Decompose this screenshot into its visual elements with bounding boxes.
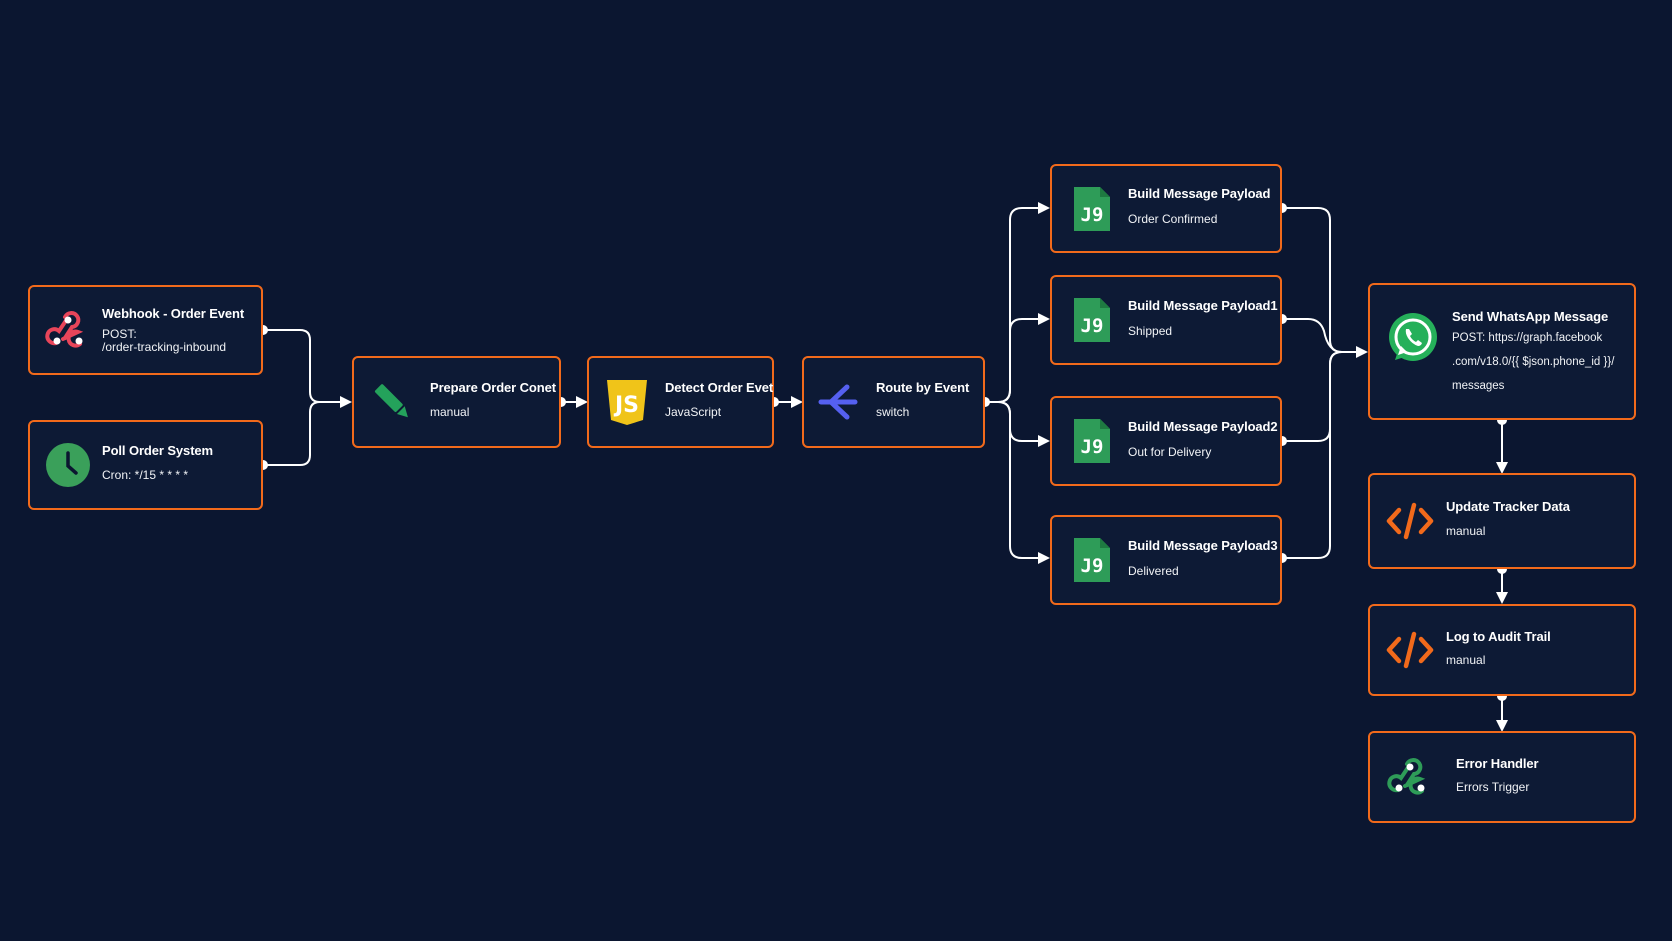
node-subtitle: Order Confirmed <box>1128 212 1218 226</box>
arrowhead <box>1038 313 1050 325</box>
node-title: Prepare Order Conet <box>430 380 556 395</box>
node-subtitle: Shipped <box>1128 323 1173 338</box>
node-subtitle: Out for Delivery <box>1128 444 1212 459</box>
edge-payload3-whatsapp <box>1282 351 1362 559</box>
webhook-icon <box>1386 753 1434 801</box>
code-icon <box>1386 626 1434 674</box>
node-build-message-payload3[interactable]: J9 Build Message Payload3 Delivered <box>1050 515 1282 605</box>
edge-poll-prepare <box>263 401 346 466</box>
arrowhead <box>1038 202 1050 214</box>
spreadsheet-icon: J9 <box>1068 185 1116 233</box>
arrowhead <box>576 396 588 408</box>
node-subtitle: manual <box>1446 524 1486 538</box>
node-title: Build Message Payload <box>1128 186 1271 201</box>
node-subtitle: Errors Trigger <box>1456 779 1530 794</box>
svg-text:J9: J9 <box>1081 204 1104 226</box>
webhook-icon <box>44 306 92 354</box>
switch-icon <box>814 378 862 426</box>
node-title: Detect Order Evet <box>665 380 774 395</box>
node-subtitle: POST: /order-tracking-inbound <box>102 327 227 354</box>
node-title: Log to Audit Trail <box>1446 628 1551 644</box>
arrowhead <box>1496 592 1508 604</box>
spreadsheet-icon: J9 <box>1068 417 1116 465</box>
svg-text:J9: J9 <box>1081 436 1104 458</box>
node-error-handler[interactable]: Error Handler Errors Trigger <box>1368 731 1636 823</box>
svg-text:J9: J9 <box>1081 555 1104 577</box>
edge-route-payload2 <box>985 401 1044 442</box>
node-send-whatsapp-message[interactable]: Send WhatsApp Message POST: https://grap… <box>1368 283 1636 420</box>
edge-payload1-whatsapp <box>1282 318 1362 353</box>
node-build-message-payload[interactable]: J9 Build Message Payload Order Confirmed <box>1050 164 1282 253</box>
node-webhook-order-event[interactable]: Webhook - Order Event POST: /order-track… <box>28 285 263 375</box>
node-poll-order-system[interactable]: Poll Order System Cron: */15 * * * * <box>28 420 263 510</box>
edge-route-payload3 <box>985 401 1044 559</box>
js-icon: JS <box>603 378 651 426</box>
node-title: Error Handler <box>1456 755 1539 771</box>
edge-route-payload1 <box>985 318 1044 403</box>
whatsapp-icon <box>1386 311 1440 365</box>
edge-route-payload0 <box>985 207 1044 403</box>
node-title: Build Message Payload2 <box>1128 418 1278 434</box>
arrowhead <box>1496 462 1508 474</box>
node-build-message-payload2[interactable]: J9 Build Message Payload2 Out for Delive… <box>1050 396 1282 486</box>
node-subtitle: POST: https://graph.facebook .com/v18.0/… <box>1452 332 1615 392</box>
edge-payload2-whatsapp <box>1282 351 1362 442</box>
node-title: Send WhatsApp Message <box>1452 309 1609 324</box>
spreadsheet-icon: J9 <box>1068 296 1116 344</box>
node-subtitle: switch <box>876 405 910 419</box>
svg-text:J9: J9 <box>1081 315 1104 337</box>
edge-payload0-whatsapp <box>1282 207 1362 353</box>
edge-webhook-prepare <box>263 329 346 403</box>
arrowhead <box>340 396 352 408</box>
arrowhead <box>1496 720 1508 732</box>
arrowhead <box>791 396 803 408</box>
arrowhead <box>1356 346 1368 358</box>
pencil-icon <box>368 378 416 426</box>
node-title: Webhook - Order Event <box>102 306 245 321</box>
node-subtitle: JavaScript <box>665 405 722 419</box>
node-update-tracker-data[interactable]: Update Tracker Data manual <box>1368 473 1636 569</box>
node-title: Poll Order System <box>102 443 214 458</box>
node-log-to-audit-trail[interactable]: Log to Audit Trail manual <box>1368 604 1636 696</box>
node-title: Build Message Payload1 <box>1128 297 1278 313</box>
node-title: Build Message Payload3 <box>1128 537 1278 553</box>
arrowhead <box>1038 552 1050 564</box>
clock-icon <box>44 441 92 489</box>
code-icon <box>1386 497 1434 545</box>
svg-text:JS: JS <box>613 393 639 418</box>
node-subtitle: Cron: */15 * * * * <box>102 468 189 482</box>
node-subtitle: manual <box>1446 652 1486 667</box>
node-prepare-order-content[interactable]: Prepare Order Conet manual <box>352 356 561 448</box>
node-build-message-payload1[interactable]: J9 Build Message Payload1 Shipped <box>1050 275 1282 365</box>
arrowhead <box>1038 435 1050 447</box>
node-title: Route by Event <box>876 380 970 395</box>
node-detect-order-event[interactable]: JS Detect Order Evet JavaScript <box>587 356 774 448</box>
spreadsheet-icon: J9 <box>1068 536 1116 584</box>
node-route-by-event[interactable]: Route by Event switch <box>802 356 985 448</box>
node-subtitle: manual <box>430 405 470 419</box>
node-title: Update Tracker Data <box>1446 499 1570 514</box>
node-subtitle: Delivered <box>1128 563 1179 578</box>
